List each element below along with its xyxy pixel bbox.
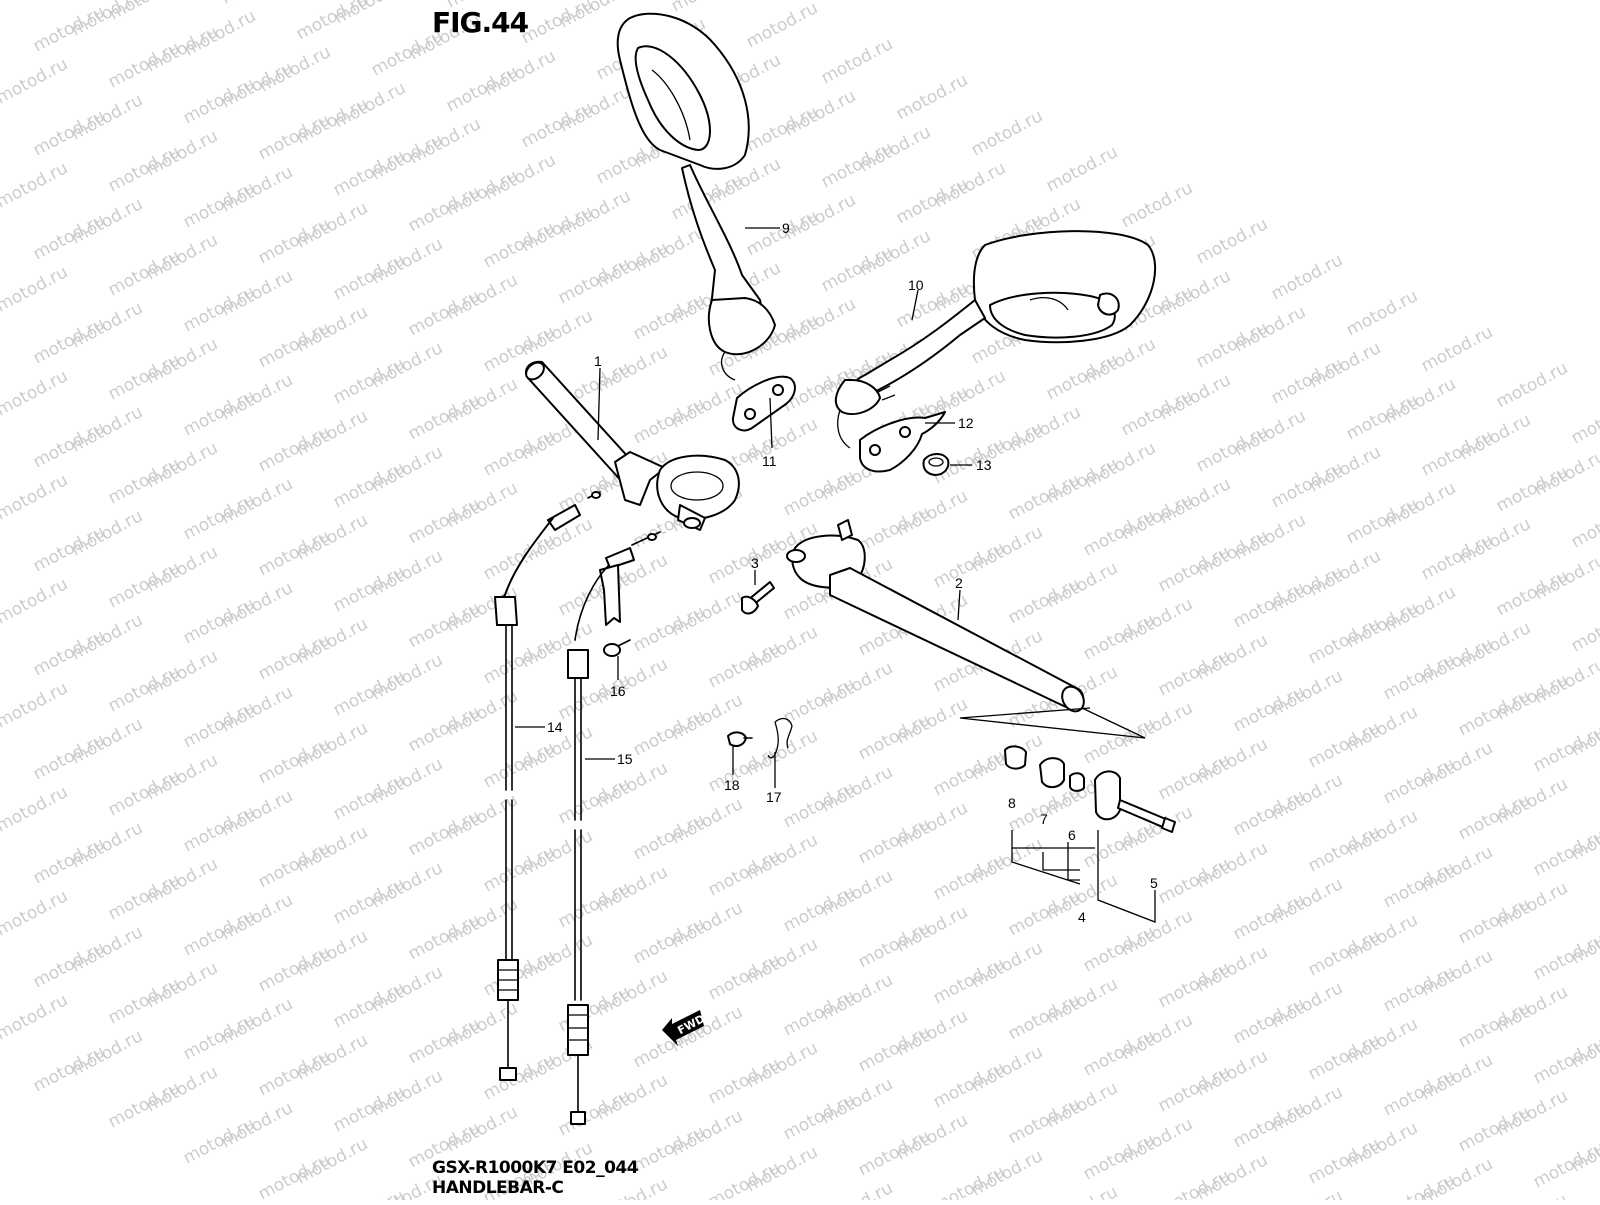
watermark-text: motod.ru <box>1343 286 1421 340</box>
callout-18: 18 <box>724 777 740 793</box>
callout-2: 2 <box>955 575 963 591</box>
bolt-18 <box>727 731 753 747</box>
watermark-text: motod.ru <box>1568 498 1600 552</box>
watermark-text: motod.ru <box>668 0 746 16</box>
watermark-text: motod.ru <box>1530 1034 1600 1088</box>
watermark-text: motod.ru <box>743 0 821 52</box>
watermark-text: motod.ru <box>0 886 71 940</box>
callout-9: 9 <box>782 220 790 236</box>
clip-17 <box>767 717 793 759</box>
handlebar-right <box>786 519 1085 713</box>
watermark-text: motod.ru <box>0 470 71 524</box>
mirror-left <box>616 12 776 381</box>
figure-title: FIG.44 <box>432 6 529 39</box>
bolt-16 <box>603 639 631 657</box>
callout-8: 8 <box>1008 795 1016 811</box>
watermark-text: motod.ru <box>0 54 71 108</box>
assembly-lines <box>959 707 1156 923</box>
watermark-text: motod.ru <box>0 0 71 4</box>
callout-17: 17 <box>766 789 782 805</box>
watermark-text: motod.ru <box>0 678 71 732</box>
watermark-text: motod.ru <box>968 106 1046 160</box>
watermark-text: motod.ru <box>1568 394 1600 448</box>
callout-13: 13 <box>976 457 992 473</box>
watermark-text: motod.ru <box>1530 1138 1600 1192</box>
callout-12: 12 <box>958 415 974 431</box>
callout-14: 14 <box>547 719 563 735</box>
callout-10: 10 <box>908 277 924 293</box>
mirror-right <box>834 230 1157 449</box>
watermark-text: motod.ru <box>0 262 71 316</box>
callout-labels: 1 2 3 4 5 6 7 8 9 10 11 12 13 14 15 16 1… <box>547 220 1158 925</box>
callout-5: 5 <box>1150 875 1158 891</box>
watermark-text: motod.ru <box>1530 930 1600 984</box>
watermark-text: motod.ru <box>0 990 71 1044</box>
watermark-text: motod.ru <box>893 70 971 124</box>
watermark-text: motod.ru <box>1155 1166 1233 1200</box>
watermark-text: motod.ru <box>818 34 896 88</box>
watermark-text: motod.ru <box>0 782 71 836</box>
bar-end-set <box>1004 745 1176 833</box>
watermark-text: motod.ru <box>0 574 71 628</box>
watermark-text: motod.ru <box>1418 322 1496 376</box>
callout-4: 4 <box>1078 909 1086 925</box>
watermark-text: motod.ru <box>0 366 71 420</box>
watermark-text: motod.ru <box>1118 178 1196 232</box>
callout-7: 7 <box>1040 811 1048 827</box>
callout-11: 11 <box>762 453 777 469</box>
watermark-text: motod.ru <box>1268 250 1346 304</box>
diagram-name: HANDLEBAR-C <box>432 1178 564 1198</box>
watermark-text: motod.ru <box>930 1162 1008 1200</box>
nut-13 <box>922 453 950 476</box>
watermark-text: motod.ru <box>1493 1190 1571 1200</box>
callout-3: 3 <box>751 555 759 571</box>
watermark-text: motod.ru <box>555 1190 633 1200</box>
bracket-left <box>731 375 796 432</box>
callout-6: 6 <box>1068 827 1076 843</box>
watermark-text: motod.ru <box>293 0 371 44</box>
watermark-text: motod.ru <box>1530 722 1600 776</box>
callout-15: 15 <box>617 751 633 767</box>
watermark-text: motod.ru <box>593 1174 671 1200</box>
watermark-text: motod.ru <box>1530 826 1600 880</box>
watermark-text: motod.ru <box>330 1186 408 1200</box>
callout-1: 1 <box>594 353 602 369</box>
watermark-text: motod.ru <box>518 0 596 48</box>
watermark-text: motod.ru <box>1043 142 1121 196</box>
watermark-text: motod.ru <box>705 1158 783 1200</box>
watermark-text: motod.ru <box>818 1178 896 1200</box>
callout-16: 16 <box>610 683 626 699</box>
callout-leaders <box>515 227 972 788</box>
watermark-text: motod.ru <box>218 0 296 8</box>
watermark-text: motod.ru <box>1493 358 1571 412</box>
model-code: GSX-R1000K7 E02_044 <box>432 1158 639 1178</box>
cable-14 <box>494 491 601 1081</box>
watermark-text: motod.ru <box>1193 214 1271 268</box>
bracket-right <box>859 411 946 473</box>
watermark-text: motod.ru <box>1268 1186 1346 1200</box>
cable-15 <box>567 531 661 1125</box>
watermark-text: motod.ru <box>0 158 71 212</box>
bolt-3 <box>741 581 775 615</box>
watermark-text: motod.ru <box>1568 602 1600 656</box>
handlebar-left <box>524 360 740 531</box>
watermark-text: motod.ru <box>1043 1182 1121 1200</box>
